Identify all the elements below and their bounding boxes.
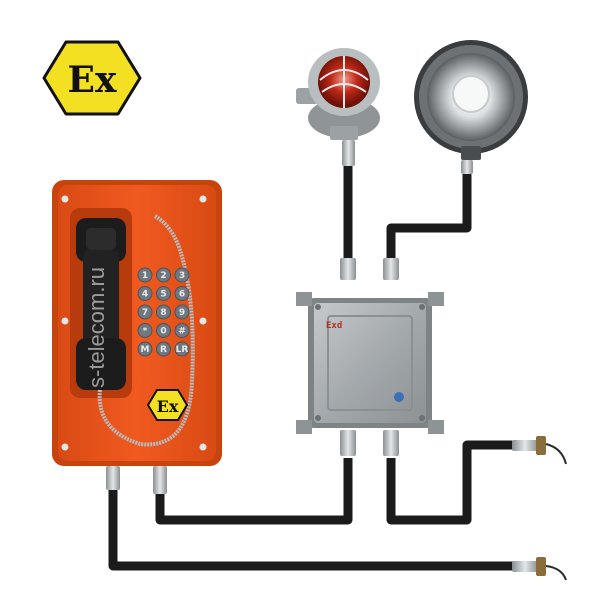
keypad-key-label: *: [143, 327, 148, 337]
cable-phone-to-output-lower: [108, 488, 525, 571]
keypad-key: [156, 323, 171, 338]
keypad-key-label: #: [178, 327, 186, 337]
keypad-key-label: 6: [179, 290, 185, 300]
ex-mark-on-phone-text: Ex: [157, 397, 179, 416]
keypad-key: [137, 267, 153, 283]
keypad-key: [137, 304, 153, 320]
keypad-key: [174, 267, 190, 283]
wire-end-upper: [545, 443, 567, 465]
gland: [383, 430, 399, 456]
gland: [342, 140, 355, 166]
keypad-key-label: LR: [176, 345, 189, 355]
keypad-key: [137, 323, 153, 338]
watermark: s-telecom.ru: [84, 267, 109, 388]
keypad-key: [137, 286, 153, 301]
keypad-key-label: 2: [160, 271, 166, 281]
keypad-key: [174, 286, 190, 301]
gland-output-upper: [512, 440, 538, 451]
cables: [108, 165, 525, 571]
cable-phone-to-box: [155, 458, 353, 525]
ex-certification-logo: Ex: [42, 40, 142, 116]
ex-mark-on-phone: Ex: [147, 389, 188, 421]
explosion-proof-horn-speaker-icon: [414, 40, 528, 160]
keypad-key: [174, 304, 190, 320]
gland-output-upper-tip: [536, 436, 546, 455]
gland: [340, 258, 356, 280]
cable-box-to-output-upper: [386, 440, 525, 525]
ex-logo-text: Ex: [68, 59, 117, 101]
gland: [340, 430, 356, 456]
keypad-key-label: M: [141, 345, 150, 355]
junction-box-badge: [394, 392, 404, 402]
keypad-key-label: 8: [160, 308, 166, 318]
keypad-key-label: 7: [142, 308, 148, 318]
keypad-key: [174, 341, 190, 357]
keypad-key: [156, 286, 171, 301]
cable-glands: [106, 140, 567, 581]
wire-end-lower: [545, 565, 567, 581]
keypad-key-label: R: [160, 345, 167, 355]
keypad-key-label: 9: [179, 308, 185, 318]
gland: [383, 258, 399, 280]
keypad-key-label: 0: [160, 327, 166, 337]
keypad-key: [137, 341, 153, 357]
cable-horn-to-box: [386, 172, 472, 258]
keypad-key: [174, 323, 190, 338]
keypad-key-label: 3: [179, 271, 185, 281]
keypad-key-label: 1: [142, 271, 148, 281]
junction-box-label: Exd: [326, 321, 342, 331]
gland: [153, 466, 167, 494]
junction-box: Exd: [296, 292, 444, 434]
telephone-handset-icon: [76, 218, 126, 390]
armored-handset-cord: [97, 214, 195, 447]
keypad-key-label: 5: [160, 290, 166, 300]
keypad-key: [156, 341, 171, 357]
explosion-proof-beacon-icon: [296, 48, 380, 140]
gland: [461, 160, 473, 174]
keypad-key: [156, 267, 171, 283]
gland-output-lower: [512, 561, 538, 572]
gland-output-lower-tip: [536, 557, 546, 576]
keypad-key: [156, 304, 171, 320]
keypad-key-label: 4: [142, 290, 148, 300]
gland: [106, 466, 120, 490]
